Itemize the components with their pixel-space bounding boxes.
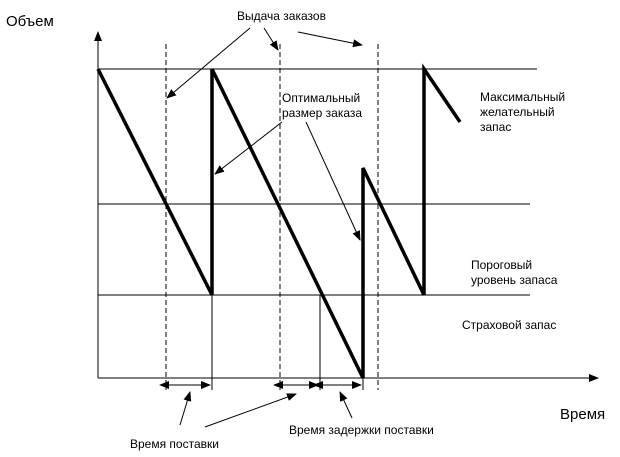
optimal-size-pointer-2 (305, 121, 361, 241)
delivery-time-pointer-2 (204, 393, 297, 428)
order-issue-pointer-3 (297, 31, 363, 48)
order-issue-label: Выдача заказов (237, 9, 326, 23)
optimal-order-size-label: Оптимальный размер заказа (282, 91, 363, 120)
delivery-time-label: Время поставки (130, 437, 219, 451)
y-axis-label: Объем (6, 13, 54, 30)
order-issue-pointer-1 (166, 27, 251, 99)
optimal-size-pointer-1 (214, 121, 283, 175)
threshold-level-label: Пороговый уровень запаса (471, 258, 558, 287)
inventory-curve (96, 63, 462, 379)
order-issue-pointer-2 (263, 27, 279, 51)
delivery-delay-time-label: Время задержки поставки (289, 423, 434, 437)
delay-time-pointer (339, 391, 353, 419)
max-desired-stock-label: Максимальный желательный запас (480, 90, 566, 134)
safety-stock-label: Страховой запас (462, 318, 557, 332)
x-axis-label: Время (560, 406, 606, 423)
delivery-time-pointer (179, 391, 192, 426)
